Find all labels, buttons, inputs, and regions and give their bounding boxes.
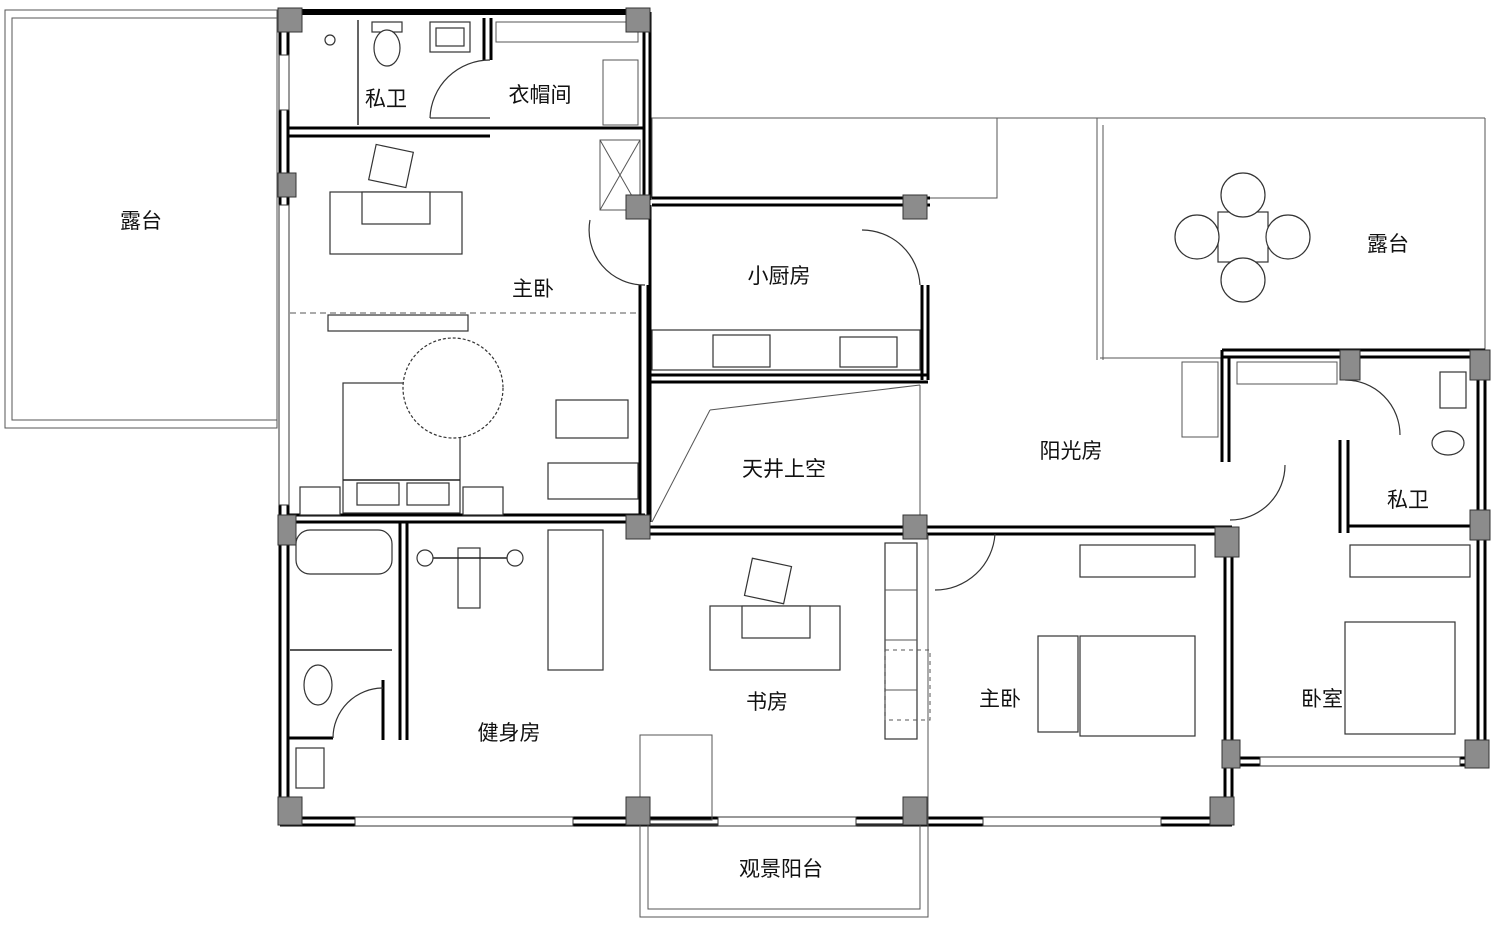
right-wing-walls [928,348,1487,825]
label-sunroom: 阳光房 [1040,439,1103,463]
top-staircase [651,117,998,207]
label-patio-void: 天井上空 [742,457,826,481]
terrace-right [997,117,1486,360]
sink-icon [1439,371,1467,409]
toilet-icon [1431,430,1465,456]
stove-icon [839,336,898,368]
label-private-bath-top: 私卫 [365,87,407,111]
label-cloakroom: 衣帽间 [509,83,572,107]
label-viewing-balcony: 观景阳台 [739,857,823,881]
dumbbell-bench-icon [416,547,524,609]
label-private-bath-right: 私卫 [1387,488,1429,512]
sink-icon [712,334,771,368]
desk-icon [709,557,841,671]
toilet-icon [303,664,333,706]
structural-columns [277,7,1491,826]
kitchen-walls [648,205,930,522]
cabinet-icon [295,747,325,789]
desk-icon [329,143,463,255]
study-walls [639,534,929,825]
top-bath-cloak-walls [288,18,645,138]
label-master-bedroom-right: 主卧 [979,687,1021,711]
treadmill-icon [547,529,604,671]
terrace-left [4,9,278,429]
label-study: 书房 [746,690,788,714]
bath-gym-walls [288,522,409,789]
sink-icon [429,21,471,53]
patio-void-outline [650,384,928,536]
label-bedroom: 卧室 [1301,687,1343,711]
sofa-icon [547,462,639,500]
toilet-icon [371,21,403,67]
windows [278,54,1461,827]
floor-drain-icon [324,34,336,46]
label-small-kitchen: 小厨房 [748,264,811,288]
bed-icon [1344,544,1471,735]
table-icon [555,399,629,439]
label-terrace-right: 露台 [1367,232,1409,256]
bed-icon [1037,544,1196,737]
dining-table-icon [1174,172,1311,303]
bathtub-icon [295,529,393,575]
label-gym: 健身房 [478,721,541,745]
label-terrace-left: 露台 [120,209,162,233]
tv-cabinet-icon [327,314,469,332]
label-master-bedroom-left: 主卧 [512,277,554,301]
round-rug-icon [402,337,504,439]
